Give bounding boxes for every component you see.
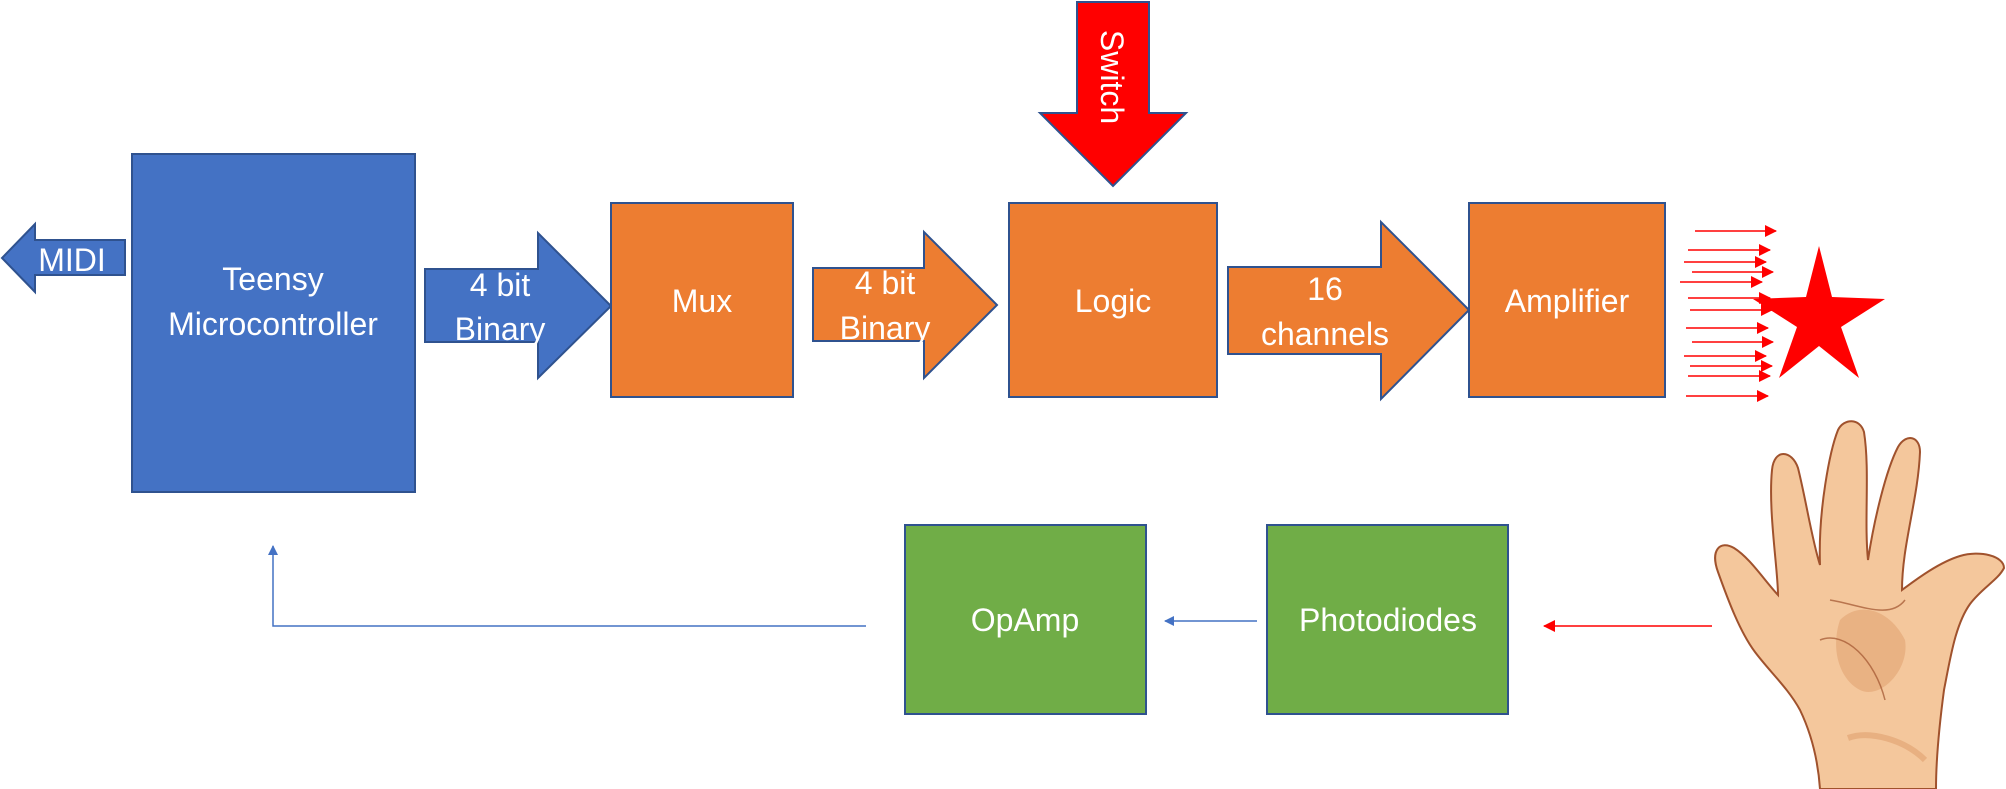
teensy-block: Teensy Microcontroller — [131, 153, 416, 493]
amplifier-block: Amplifier — [1468, 202, 1666, 398]
binary-blue-line2: Binary — [455, 311, 546, 347]
channels-line2: channels — [1261, 316, 1389, 352]
switch-arrow: Switch — [1037, 1, 1189, 188]
photodiodes-label: Photodiodes — [1299, 602, 1477, 638]
teensy-label-line2: Microcontroller — [168, 306, 378, 342]
binary-arrow-orange: 4 bit Binary — [812, 229, 999, 381]
hand-icon — [1714, 420, 2006, 789]
binary-blue-line1: 4 bit — [470, 267, 531, 303]
binary-orange-line1: 4 bit — [855, 265, 916, 301]
binary-orange-line2: Binary — [840, 310, 931, 346]
mux-block: Mux — [610, 202, 794, 398]
amplifier-label: Amplifier — [1505, 283, 1630, 319]
photodiodes-block: Photodiodes — [1266, 524, 1509, 715]
binary-arrow-blue: 4 bit Binary — [424, 230, 613, 381]
star-icon — [1753, 246, 1885, 378]
teensy-label-line1: Teensy — [222, 261, 323, 297]
channels-arrow: 16 channels — [1227, 219, 1471, 402]
opamp-block: OpAmp — [904, 524, 1147, 715]
opamp-label: OpAmp — [971, 602, 1079, 638]
light-rays-icon — [1680, 225, 1777, 402]
midi-arrow: MIDI — [0, 221, 126, 295]
logic-label: Logic — [1075, 283, 1152, 319]
logic-block: Logic — [1008, 202, 1218, 398]
mux-label: Mux — [672, 283, 732, 319]
switch-label: Switch — [1094, 30, 1130, 124]
midi-label: MIDI — [38, 242, 106, 278]
channels-line1: 16 — [1307, 271, 1343, 307]
feedback-line-to-teensy — [268, 545, 866, 627]
